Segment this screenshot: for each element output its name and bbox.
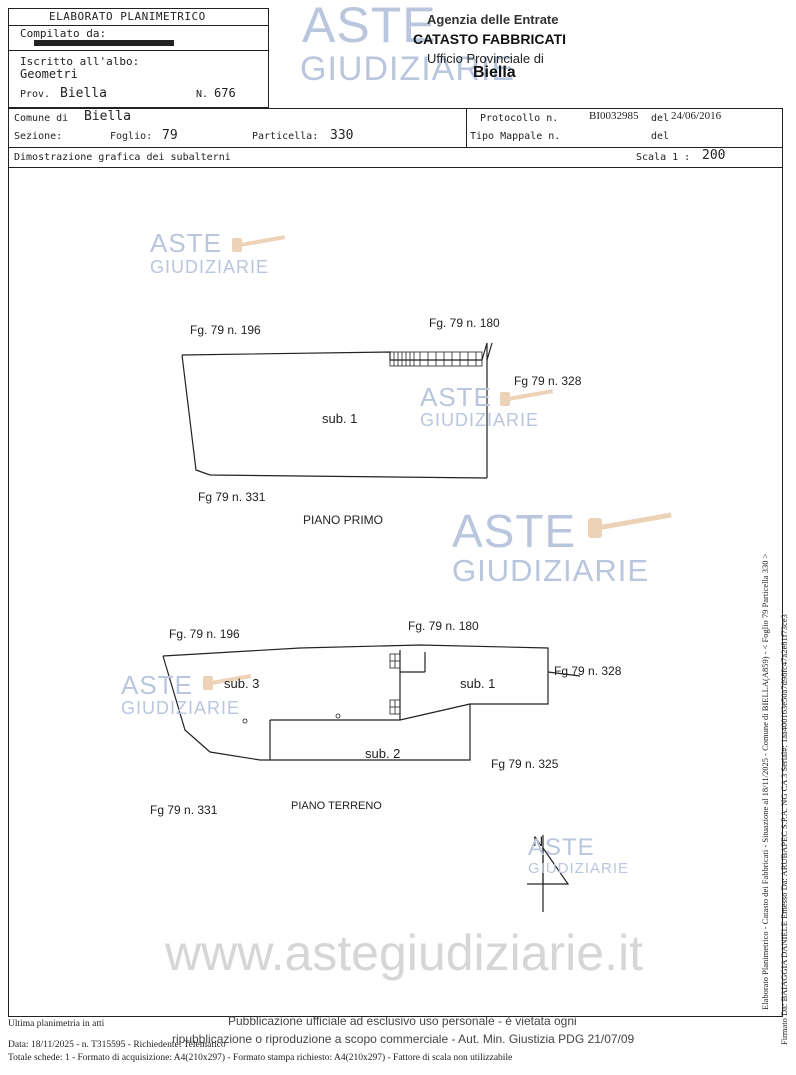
- protocollo-label: Protocollo n.: [480, 113, 559, 124]
- dimostrazione-label: Dimostrazione grafica dei subalterni: [14, 152, 231, 163]
- aste-watermark-1: ASTE GIUDIZIARIE: [150, 228, 270, 277]
- agency-line3: Ufficio Provinciale di: [427, 51, 544, 66]
- lower-plan-title: PIANO TERRENO: [291, 800, 382, 812]
- num-value: 676: [214, 86, 236, 100]
- num-label: N.: [196, 89, 209, 100]
- side-text-2: Firmato Da: BAIAGGIA DANIELE Emesso Da: …: [779, 614, 789, 1045]
- side-text-1: Elaborato Planimetrico - Catasto dei Fab…: [760, 553, 770, 1010]
- foglio-label: Foglio:: [110, 131, 153, 142]
- info-box: [8, 108, 783, 168]
- lower-label-328: Fg 79 n. 328: [554, 664, 622, 678]
- particella-value: 330: [330, 128, 354, 143]
- prov-value: Biella: [60, 86, 107, 101]
- agency-line4: Biella: [473, 64, 516, 81]
- iscritto-value: Geometri: [20, 67, 78, 81]
- publication-line1: Pubblicazione ufficiale ad esclusivo uso…: [228, 1014, 577, 1028]
- upper-label-331: Fg 79 n. 331: [198, 490, 266, 504]
- north-arrow: [527, 835, 570, 912]
- drawing-frame: [8, 166, 783, 1017]
- upper-sub1: sub. 1: [322, 411, 358, 426]
- comune-value: Biella: [84, 109, 131, 124]
- site-watermark: www.astegiudiziarie.it: [165, 925, 643, 981]
- scala-label: Scala 1 :: [636, 152, 691, 163]
- upper-label-180: Fg. 79 n. 180: [429, 316, 500, 330]
- aste-watermark-4: ASTE GIUDIZIARIE: [121, 670, 241, 718]
- lower-sub1: sub. 1: [460, 676, 496, 691]
- gavel-icons: [203, 235, 672, 690]
- lower-label-331: Fg 79 n. 331: [150, 803, 218, 817]
- publication-line2: ripubblicazione o riproduzione a scopo c…: [172, 1032, 635, 1046]
- lower-label-196: Fg. 79 n. 196: [169, 627, 240, 641]
- lower-stair-marks: [242, 653, 401, 724]
- scala-value: 200: [702, 148, 726, 163]
- upper-stair-hatch: [389, 351, 483, 367]
- aste-watermark-header: ASTE: [302, 0, 437, 53]
- aste-watermark-5: ASTE GIUDIZIARIE: [528, 834, 630, 878]
- totale-line: Totale schede: 1 - Formato di acquisizio…: [8, 1053, 513, 1063]
- prov-label: Prov.: [20, 89, 51, 100]
- lower-label-325: Fg 79 n. 325: [491, 757, 559, 771]
- tipo-mappale-label: Tipo Mappale n.: [470, 131, 561, 142]
- protocollo-value: BI0032985: [589, 110, 639, 122]
- agency-line2: CATASTO FABBRICATI: [413, 31, 566, 47]
- upper-plan-title: PIANO PRIMO: [303, 513, 384, 527]
- tipo-del-label: del: [651, 131, 670, 142]
- lower-sub3: sub. 3: [224, 676, 260, 691]
- header-left-box: [8, 8, 269, 108]
- data-line: Data: 18/11/2025 - n. T315595 - Richiede…: [8, 1040, 226, 1050]
- elaborato-title: ELABORATO PLANIMETRICO: [49, 10, 206, 23]
- protocollo-del-label: del: [651, 113, 670, 124]
- foglio-value: 79: [162, 128, 178, 143]
- giudiziarie-watermark-header: GIUDIZIARIE: [300, 50, 516, 88]
- protocollo-del-value: 24/06/2016: [671, 110, 722, 122]
- upper-label-196: Fg. 79 n. 196: [190, 323, 261, 337]
- compilato-label: Compilato da:: [20, 27, 107, 40]
- lower-label-180: Fg. 79 n. 180: [408, 619, 479, 633]
- redacted-name: [34, 40, 174, 46]
- sezione-label: Sezione:: [14, 131, 63, 142]
- comune-label: Comune di: [14, 113, 69, 124]
- particella-label: Particella:: [252, 131, 319, 142]
- iscritto-label: Iscritto all'albo:: [20, 55, 140, 68]
- agency-line1: Agenzia delle Entrate: [427, 12, 559, 27]
- aste-watermark-2: ASTE GIUDIZIARIE: [420, 382, 540, 430]
- lower-sub2: sub. 2: [365, 746, 401, 761]
- ultima-planimetria: Ultima planimetria in atti: [8, 1019, 105, 1029]
- aste-watermark-3: ASTE GIUDIZIARIE: [452, 505, 650, 588]
- north-label: N: [533, 833, 544, 849]
- upper-label-328: Fg 79 n. 328: [514, 374, 582, 388]
